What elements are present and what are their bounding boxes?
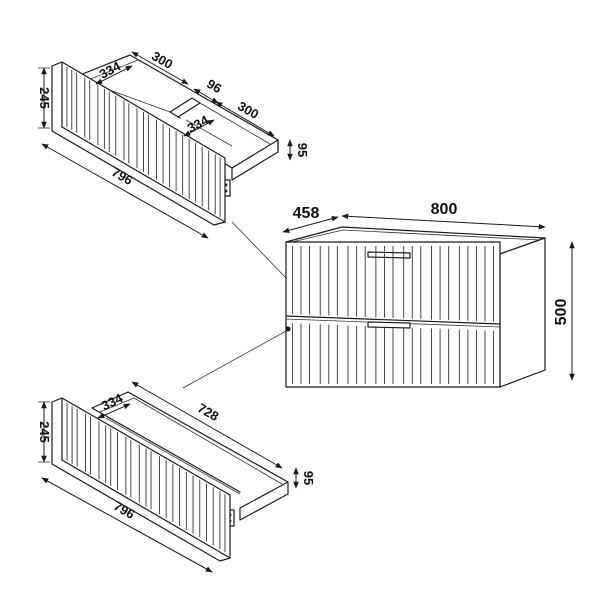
top-drawer-inner-width-a-dim: 300 <box>131 48 189 85</box>
top-drawer-inner-depth-a-dim: 334 <box>95 58 133 85</box>
top-drawer-divider-gap-dim: 96 <box>193 76 224 104</box>
top-drawer-inner-width-b-label: 300 <box>235 98 261 122</box>
top-drawer-handle <box>367 251 411 259</box>
top-drawer: 245 796 334 300 96 334 300 95 <box>37 48 310 239</box>
cabinet-height-dim: 500 <box>553 241 575 381</box>
cabinet-depth-label: 458 <box>293 205 320 222</box>
bottom-drawer-handle <box>367 321 411 329</box>
bottom-drawer-side-height-dim: 95 <box>293 467 316 489</box>
top-drawer-divider-gap-label: 96 <box>204 76 224 96</box>
bottom-drawer-height-dim: 245 <box>37 401 52 463</box>
top-drawer-side-height-dim: 95 <box>287 139 310 161</box>
leader-line-bottom <box>182 329 289 389</box>
bottom-drawer: 245 796 334 728 95 <box>37 381 316 573</box>
top-drawer-side-height-label: 95 <box>295 143 310 157</box>
top-drawer-inner-depth-a-label: 334 <box>97 58 124 82</box>
cabinet-width-label: 800 <box>431 201 458 218</box>
bottom-drawer-height-label: 245 <box>37 421 52 443</box>
top-drawer-front <box>51 61 226 226</box>
cabinet-width-dim: 800 <box>341 201 546 230</box>
cabinet-height-label: 500 <box>553 299 570 326</box>
top-drawer-height-dim: 245 <box>37 67 52 129</box>
cabinet: 800 458 500 <box>282 201 575 388</box>
bottom-drawer-side-height-label: 95 <box>301 471 316 485</box>
top-drawer-height-label: 245 <box>37 87 52 109</box>
top-drawer-inner-depth-b-dim: 334 <box>183 112 215 137</box>
leader-dot-bottom <box>285 326 291 332</box>
bottom-drawer-inner-depth-label: 334 <box>99 390 126 413</box>
cabinet-depth-dim: 458 <box>282 205 339 234</box>
leader-line-top <box>231 221 289 281</box>
